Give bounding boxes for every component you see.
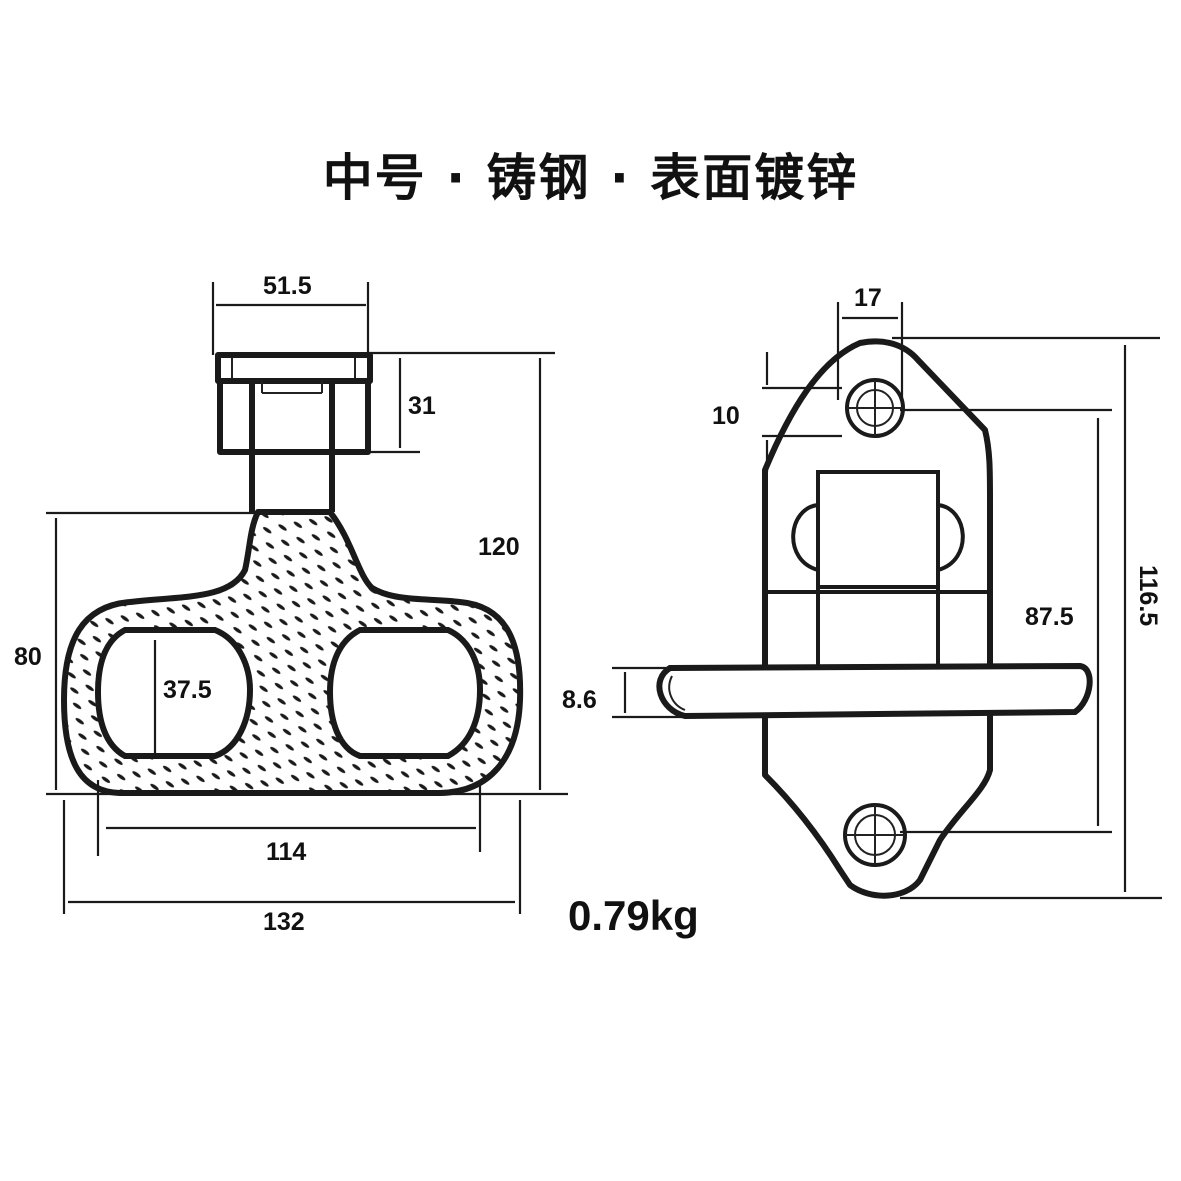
drawing-title: 中号 · 铸钢 · 表面镀锌 xyxy=(322,149,859,207)
stem xyxy=(249,381,335,512)
finger-hole-right xyxy=(326,627,484,759)
dim-top-height: 31 xyxy=(408,392,436,420)
dim-side-overall-height: 116.5 xyxy=(1134,565,1162,627)
dim-top-width: 51.5 xyxy=(263,272,312,300)
side-handle-bar xyxy=(656,662,1093,720)
top-block xyxy=(217,381,371,455)
finger-hole-left xyxy=(94,627,254,759)
top-flange xyxy=(215,352,373,384)
front-view xyxy=(61,352,524,796)
side-lug-right xyxy=(937,503,965,572)
dim-side-hole-span: 87.5 xyxy=(1025,603,1074,631)
weight-label: 0.79kg xyxy=(568,892,699,939)
side-dimensions xyxy=(612,302,1162,900)
front-dimensions xyxy=(46,282,568,914)
side-body-outline xyxy=(762,338,993,899)
dim-handle-thickness: 8.6 xyxy=(562,686,597,714)
side-lug-left xyxy=(791,503,819,572)
dim-body-height: 80 xyxy=(14,643,42,671)
side-inner-block xyxy=(816,470,940,589)
dim-side-top-width: 17 xyxy=(854,284,882,312)
side-view xyxy=(656,338,1093,899)
dim-hole-span: 114 xyxy=(266,838,307,866)
dim-side-offset: 10 xyxy=(712,402,740,430)
dim-overall-height: 120 xyxy=(478,533,520,561)
dim-hole-height: 37.5 xyxy=(163,676,212,704)
dim-overall-width: 132 xyxy=(263,908,305,936)
